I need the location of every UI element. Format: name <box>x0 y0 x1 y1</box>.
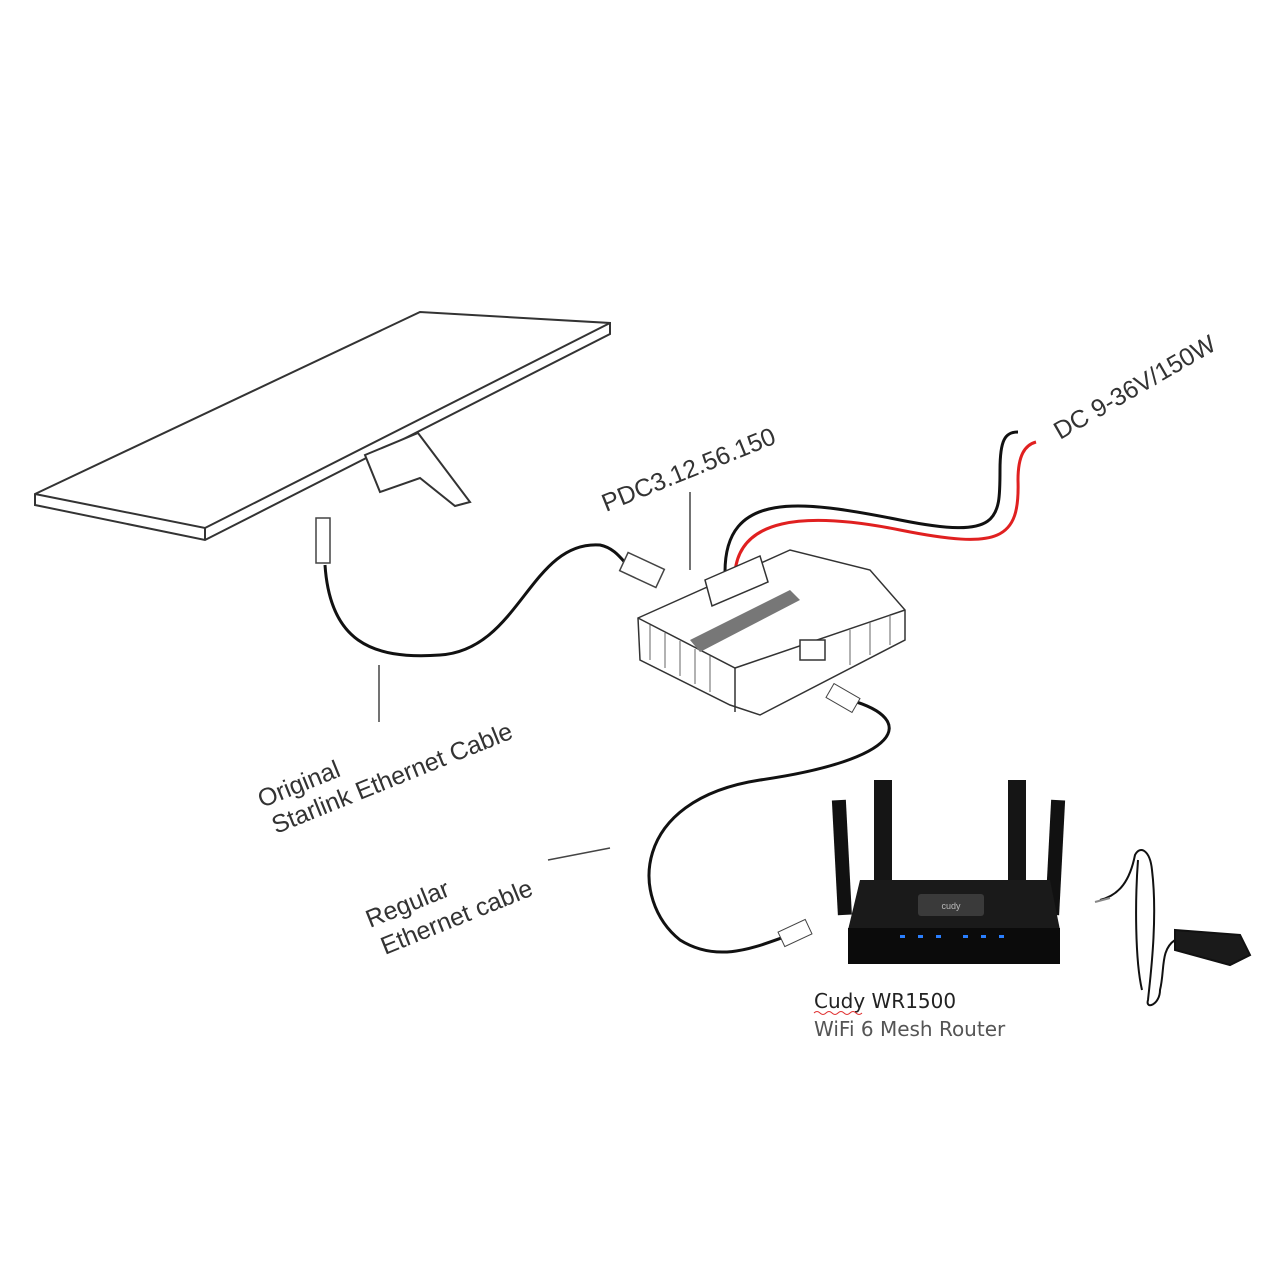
leader-line <box>547 847 611 861</box>
router-description: WiFi 6 Mesh Router <box>814 1017 1006 1041</box>
regular-ethernet-cable <box>647 682 891 954</box>
router-logo: cudy <box>941 901 961 911</box>
rj45-connector-icon <box>618 551 666 589</box>
rj45-connector-icon <box>825 682 861 714</box>
rj45-connector-icon <box>777 918 813 948</box>
power-converter-box <box>637 549 906 716</box>
car-charger-cable-image <box>1094 849 1252 1007</box>
converter-model-label: PDC3.12.56.150 <box>598 422 780 517</box>
starlink-ethernet-cable <box>315 517 666 658</box>
dc-power-wires <box>723 430 1037 573</box>
power-input-label: DC 9-36V/150W <box>1049 330 1221 445</box>
router-leds <box>900 935 1004 938</box>
rj45-connector-icon <box>315 517 331 564</box>
router-name: Cudy WR1500 <box>814 989 956 1013</box>
router-image: cudy <box>831 780 1066 964</box>
spellcheck-underline <box>813 1011 863 1015</box>
starlink-dish <box>34 310 611 542</box>
